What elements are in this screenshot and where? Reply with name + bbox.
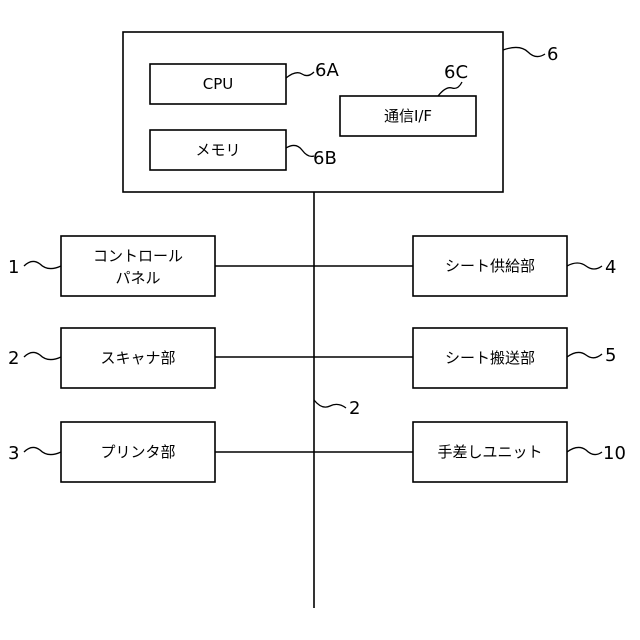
printer-label: プリンタ部: [100, 443, 175, 461]
control-panel-ref: 1: [8, 257, 19, 278]
manual-feed-leader: [567, 447, 602, 454]
printer-ref: 3: [8, 443, 19, 464]
controller-leader: [503, 47, 545, 56]
manual-feed-label: 手差しユニット: [437, 443, 542, 461]
sheet-conveyance-ref: 5: [605, 345, 616, 366]
control-panel-box: [61, 236, 215, 296]
sheet-feed-label: シート供給部: [445, 257, 535, 275]
cpu-label: CPU: [203, 75, 234, 93]
memory-label: メモリ: [195, 141, 240, 159]
comm-if-label: 通信I/F: [384, 107, 432, 125]
sheet-conveyance-label: シート搬送部: [445, 349, 535, 367]
comm-if-ref: 6C: [444, 62, 468, 83]
scanner-ref: 2: [8, 348, 19, 369]
control-panel-label-line-2: パネル: [115, 269, 160, 287]
manual-feed-ref: 10: [603, 443, 626, 464]
memory-ref: 6B: [313, 148, 337, 169]
bus-leader: [314, 400, 346, 408]
scanner-leader: [24, 352, 61, 359]
printer-leader: [24, 447, 61, 454]
cpu-ref: 6A: [315, 60, 339, 81]
scanner-label: スキャナ部: [100, 349, 175, 367]
control-panel-label-line-1: コントロール: [93, 247, 183, 265]
control-panel-leader: [24, 261, 61, 268]
sheet-feed-ref: 4: [605, 257, 616, 278]
sheet-feed-leader: [567, 263, 602, 269]
sheet-conveyance-leader: [567, 352, 602, 357]
controller-ref: 6: [547, 44, 558, 65]
bus-ref: 2: [349, 398, 360, 419]
